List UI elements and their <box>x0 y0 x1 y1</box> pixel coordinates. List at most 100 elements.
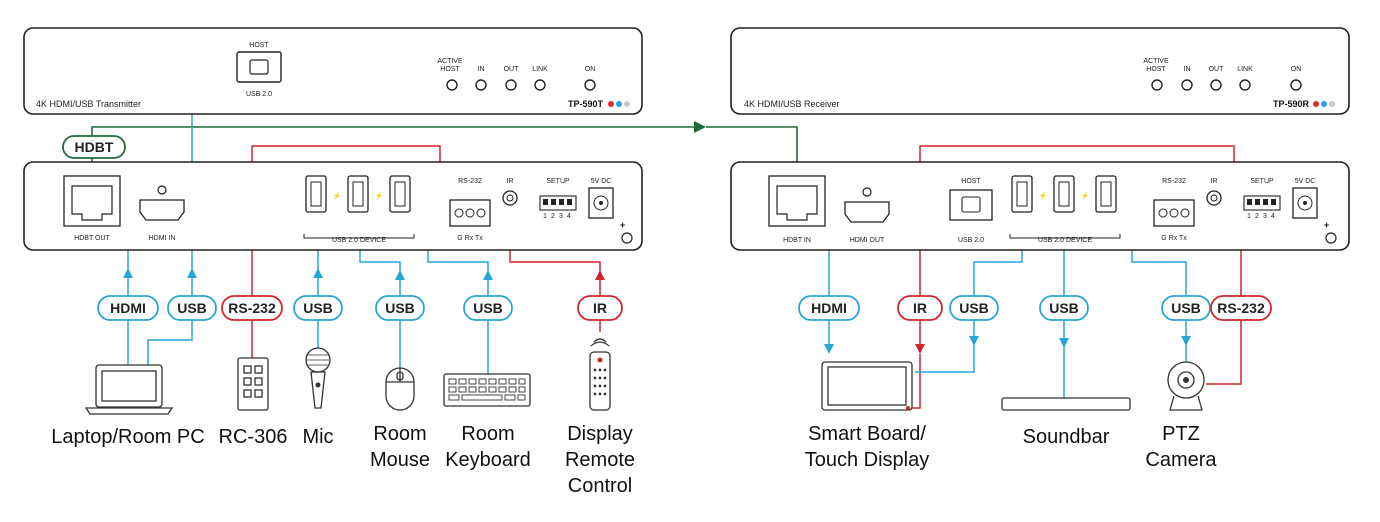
rx-usb-device-port-1[interactable] <box>1011 175 1033 213</box>
rx-usb-device-port-2[interactable] <box>1053 175 1075 213</box>
tx-usb-b-port[interactable] <box>236 51 282 83</box>
rc306-label: RC-306 <box>219 426 288 448</box>
rx-hdbt-in-port[interactable] <box>768 175 826 227</box>
receiver-rear-panel: HDBT IN HDMI OUT HOST USB 2.0 ⚡ ⚡ USB 2.… <box>730 161 1350 251</box>
tx-led-link <box>534 79 546 91</box>
rx-led-active-host-label-2: HOST <box>1146 66 1166 73</box>
rx-brand-dot-red <box>1313 101 1319 107</box>
rx-ground-screw <box>1325 232 1337 244</box>
ptz-camera-icon <box>1167 361 1205 411</box>
rx-led-on-label: ON <box>1291 66 1302 73</box>
tx-led-in-label: IN <box>478 66 485 73</box>
rx-pill-usb-camera-text: USB <box>1171 300 1201 316</box>
microphone-icon <box>305 347 331 409</box>
tx-pill-usb-keyboard <box>463 295 513 321</box>
tx-pill-ir <box>577 295 623 321</box>
rx-usb-b-port[interactable] <box>949 189 993 221</box>
rc306-keypad-icon <box>237 357 269 411</box>
rx-led-in-label: IN <box>1184 66 1191 73</box>
rx-brand-dot-gray <box>1329 101 1335 107</box>
transmitter-rear-panel: HDBT OUT HDMI IN ⚡ ⚡ USB 2.0 DEVICE RS-2… <box>23 161 643 251</box>
tx-usb-device-port-2[interactable] <box>347 175 369 213</box>
tx-led-link-label: LINK <box>532 66 548 73</box>
rx-dc-power-port[interactable] <box>1292 187 1318 219</box>
tx-rs232-terminal[interactable] <box>449 199 491 227</box>
rx-pill-usb-camera <box>1161 295 1211 321</box>
tx-pill-usb-mouse <box>375 295 425 321</box>
soundbar-icon <box>1001 397 1131 411</box>
rx-pill-usb-display-text: USB <box>959 300 989 316</box>
soundbar-label: Soundbar <box>1023 426 1110 448</box>
tx-device-name: 4K HDMI/USB Transmitter <box>36 99 141 109</box>
rx-led-out <box>1210 79 1222 91</box>
rx-usb-device-label: USB 2.0 DEVICE <box>1038 237 1092 244</box>
hdbt-label: HDBT <box>75 139 114 155</box>
camera-label-2: Camera <box>1145 449 1217 471</box>
tx-led-active-host-label-1: ACTIVE <box>437 58 463 65</box>
tx-brand-dot-blue <box>616 101 622 107</box>
hdbt-arrow <box>694 121 706 133</box>
tx-dc-label: 5V DC <box>591 178 612 185</box>
rx-pill-hdmi <box>798 295 860 321</box>
tx-cable-pills: HDMI USB RS-232 USB USB USB IR <box>97 295 623 321</box>
rx-led-out-label: OUT <box>1209 66 1225 73</box>
tx-pill-rs232 <box>221 295 283 321</box>
tx-usb-device-port-3[interactable] <box>389 175 411 213</box>
tx-led-out-label: OUT <box>504 66 520 73</box>
rx-usb-power-icon-2: ⚡ <box>1081 191 1090 200</box>
receiver-front-panel: ACTIVE HOST IN OUT LINK ON 4K HDMI/USB R… <box>730 27 1350 115</box>
rx-hdmi-screw <box>862 187 872 197</box>
rx-pill-ir-text: IR <box>913 300 927 316</box>
rx-hdmi-out-port[interactable] <box>844 201 890 223</box>
tx-hdmi-screw <box>157 185 167 195</box>
tx-brand-dot-red <box>608 101 614 107</box>
tx-pill-usb-keyboard-text: USB <box>473 300 503 316</box>
rx-pill-usb-soundbar <box>1039 295 1089 321</box>
tx-dip-1: 1 <box>543 213 547 220</box>
rx-led-link-label: LINK <box>1237 66 1253 73</box>
tx-led-active-host-label-2: HOST <box>440 66 460 73</box>
laptop-icon <box>84 364 174 415</box>
smartboard-label-2: Touch Display <box>805 449 930 471</box>
tx-ir-port[interactable] <box>502 190 518 206</box>
remote-label-2: Remote <box>565 449 635 471</box>
keyboard-label-2: Keyboard <box>445 449 531 471</box>
rx-rs232-terminal[interactable] <box>1153 199 1195 227</box>
tx-pill-usb-mic-text: USB <box>303 300 333 316</box>
rx-ir-port[interactable] <box>1206 190 1222 206</box>
tx-rs232-label: RS-232 <box>458 178 482 185</box>
rx-dip-3: 3 <box>1263 213 1267 220</box>
tx-pill-usb-host <box>167 295 217 321</box>
tx-usb-device-port-1[interactable] <box>305 175 327 213</box>
tx-usb-device-label: USB 2.0 DEVICE <box>332 237 386 244</box>
rx-rs232-label: RS-232 <box>1162 178 1186 185</box>
rx-usb-power-icon-1: ⚡ <box>1039 191 1048 200</box>
transmitter-front-panel: HOST USB 2.0 ACTIVE HOST IN OUT LINK ON … <box>23 27 643 115</box>
rx-usb-device-port-3[interactable] <box>1095 175 1117 213</box>
tx-pill-usb-mouse-text: USB <box>385 300 415 316</box>
tx-ir-label: IR <box>507 178 514 185</box>
ir-remote-icon <box>589 338 611 411</box>
tx-hdmi-in-port[interactable] <box>139 199 185 221</box>
mouse-icon <box>385 367 415 411</box>
rx-brand-dot-blue <box>1321 101 1327 107</box>
tx-usb-power-icon-2: ⚡ <box>375 191 384 200</box>
smartboard-label-1: Smart Board/ <box>808 423 926 445</box>
mouse-label-2: Mouse <box>370 449 430 471</box>
rx-pill-usb-display <box>949 295 999 321</box>
tx-brand-dot-gray <box>624 101 630 107</box>
tx-setup-label: SETUP <box>546 178 570 185</box>
rx-hdbt-in-label: HDBT IN <box>783 237 811 244</box>
hdbt-label-pill: HDBT <box>62 135 126 159</box>
rx-cable-pills: HDMI IR USB USB USB RS-232 <box>798 295 1272 321</box>
tx-hdbt-out-port[interactable] <box>63 175 121 227</box>
tx-hdmi-in-label: HDMI IN <box>149 235 176 242</box>
rx-pill-hdmi-text: HDMI <box>811 300 847 316</box>
smart-board-icon <box>821 361 913 411</box>
rx-dc-label: 5V DC <box>1295 178 1316 185</box>
keyboard-label-1: Room <box>461 423 514 445</box>
rx-device-name: 4K HDMI/USB Receiver <box>744 99 840 109</box>
tx-usb-label: USB 2.0 <box>246 91 272 98</box>
tx-ground-screw <box>621 232 633 244</box>
